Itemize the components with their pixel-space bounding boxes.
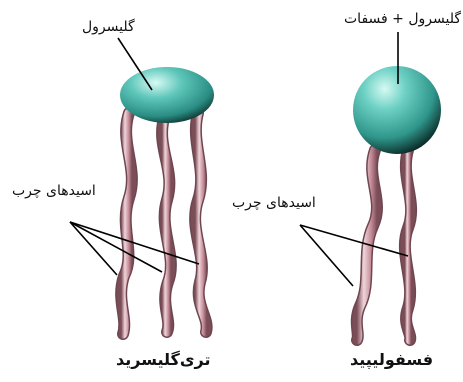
glycerol-phosphate-head [353, 66, 441, 154]
phospholipid-fatty-acid-pointer-2 [300, 225, 408, 256]
phospholipid-fatty-acid-pointer-1 [300, 225, 353, 286]
triglyceride-title: تری‌گلیسرید [116, 352, 210, 368]
phospholipid-title: فسفولیپید [350, 352, 433, 368]
triglyceride-fatty-acids-label: اسیدهای چرب [12, 184, 96, 198]
glycerol-label: گلیسرول [82, 20, 135, 34]
glycerol-head [120, 67, 214, 123]
phospholipid-fatty-acids-label: اسیدهای چرب [232, 196, 316, 210]
glycerol-phosphate-label: گلیسرول + فسفات [344, 12, 461, 26]
